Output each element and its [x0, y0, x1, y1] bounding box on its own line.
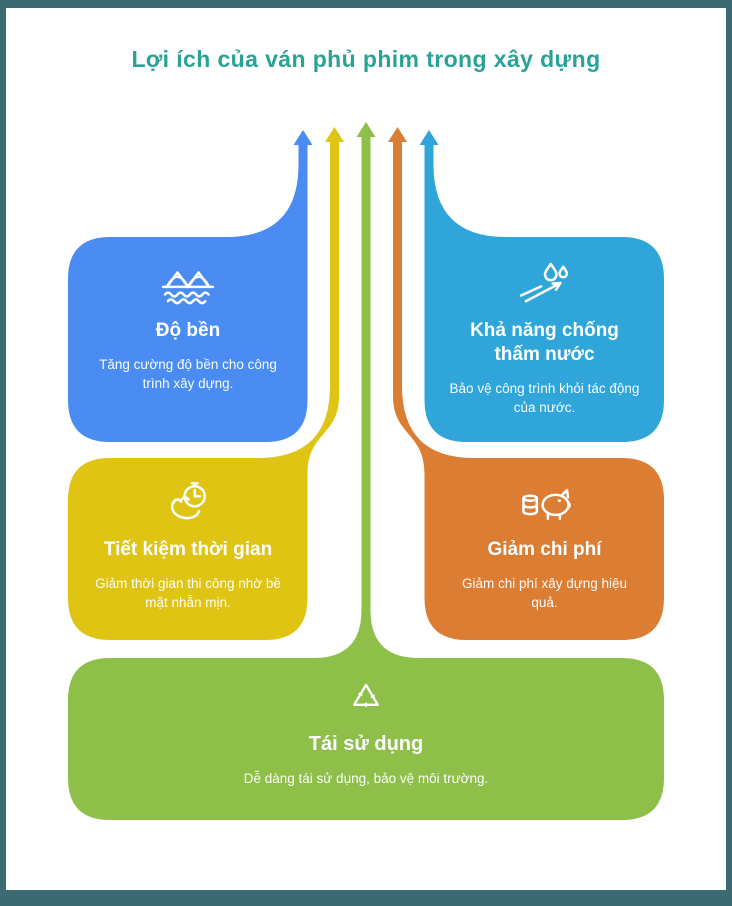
card-shape-cost [388, 127, 664, 640]
card-reuse: Tái sử dụng Dễ dàng tái sử dụng, bảo vệ … [68, 658, 664, 820]
piggy-bank-coins-icon [521, 488, 571, 521]
frame-border-bottom [0, 890, 732, 906]
frame-border-right [726, 0, 732, 906]
card-description: Giảm chi phí xây dựng hiệu quả. [461, 575, 628, 611]
card-cost: Giảm chi phí Giảm chi phí xây dựng hiệu … [425, 458, 664, 640]
frame-border-top [0, 0, 732, 8]
card-durability: Độ bền Tăng cường độ bền cho công trình … [68, 237, 308, 442]
hand-stopwatch-icon [171, 482, 207, 520]
card-shape-reuse [68, 122, 664, 820]
card-title: Độ bền [155, 320, 221, 341]
card-timesave: Tiết kiệm thời gian Giảm thời gian thi c… [68, 458, 308, 640]
card-description: Dễ dàng tái sử dụng, bảo vệ môi trường. [243, 771, 489, 786]
card-shape-timesave [68, 127, 344, 640]
recycle-arrows-icon [353, 683, 379, 708]
card-description: Tăng cường độ bền cho công trình xây dựn… [99, 356, 277, 392]
water-droplets-arrow-icon [519, 262, 568, 303]
card-waterproof: Khả năng chống thấm nước Bảo vệ công trì… [425, 237, 664, 442]
card-title: Khả năng chống thấm nước [470, 320, 619, 365]
card-title: Tái sử dụng [308, 733, 424, 755]
page-title: Lợi ích của ván phủ phim trong xây dựng [131, 46, 601, 72]
card-title: Giảm chi phí [487, 539, 602, 560]
frame-border-left [0, 0, 6, 906]
card-title: Tiết kiệm thời gian [103, 539, 273, 560]
bridge-over-water-icon [161, 271, 215, 305]
card-description: Giảm thời gian thi công nhờ bề mặt nhẵn … [95, 575, 281, 611]
card-description: Bảo vệ công trình khỏi tác động của nước… [449, 380, 640, 416]
